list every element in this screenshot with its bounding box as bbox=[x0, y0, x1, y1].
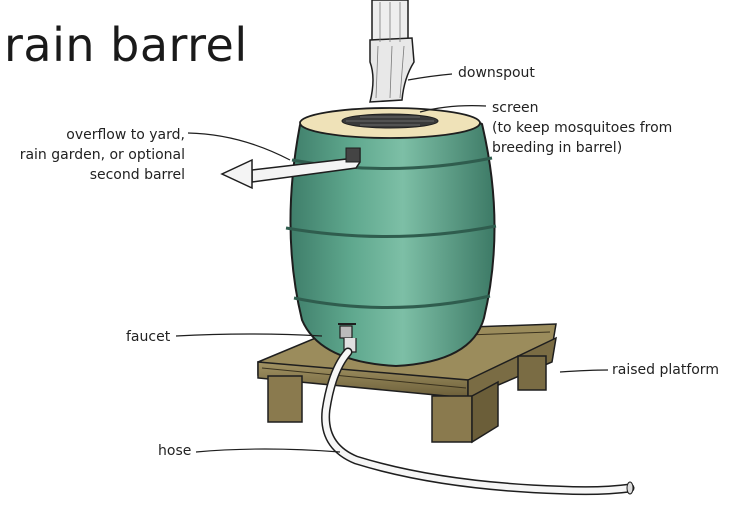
platform-leg bbox=[267, 375, 303, 423]
platform-leg bbox=[431, 395, 473, 443]
platform-leg bbox=[517, 355, 547, 391]
barrel bbox=[285, 107, 497, 368]
label-screen: screen bbox=[492, 100, 539, 116]
label-downspout: downspout bbox=[458, 65, 535, 81]
label-overflow-3: second barrel bbox=[89, 167, 185, 183]
overflow-arrow-icon bbox=[220, 158, 253, 190]
leader-lines bbox=[175, 73, 609, 453]
label-screen-note-1: (to keep mosquitoes from bbox=[492, 120, 673, 136]
label-overflow-1: overflow to yard, bbox=[66, 127, 185, 143]
diagram-title: rain barrel bbox=[4, 18, 248, 72]
label-screen-note-2: breeding in barrel) bbox=[492, 140, 623, 156]
label-faucet: faucet bbox=[126, 329, 171, 345]
label-raised-platform: raised platform bbox=[612, 362, 719, 378]
overflow-pipe bbox=[220, 147, 361, 190]
label-overflow-2: rain garden, or optional bbox=[19, 147, 185, 163]
label-hose: hose bbox=[158, 443, 192, 459]
downspout bbox=[369, 0, 415, 103]
